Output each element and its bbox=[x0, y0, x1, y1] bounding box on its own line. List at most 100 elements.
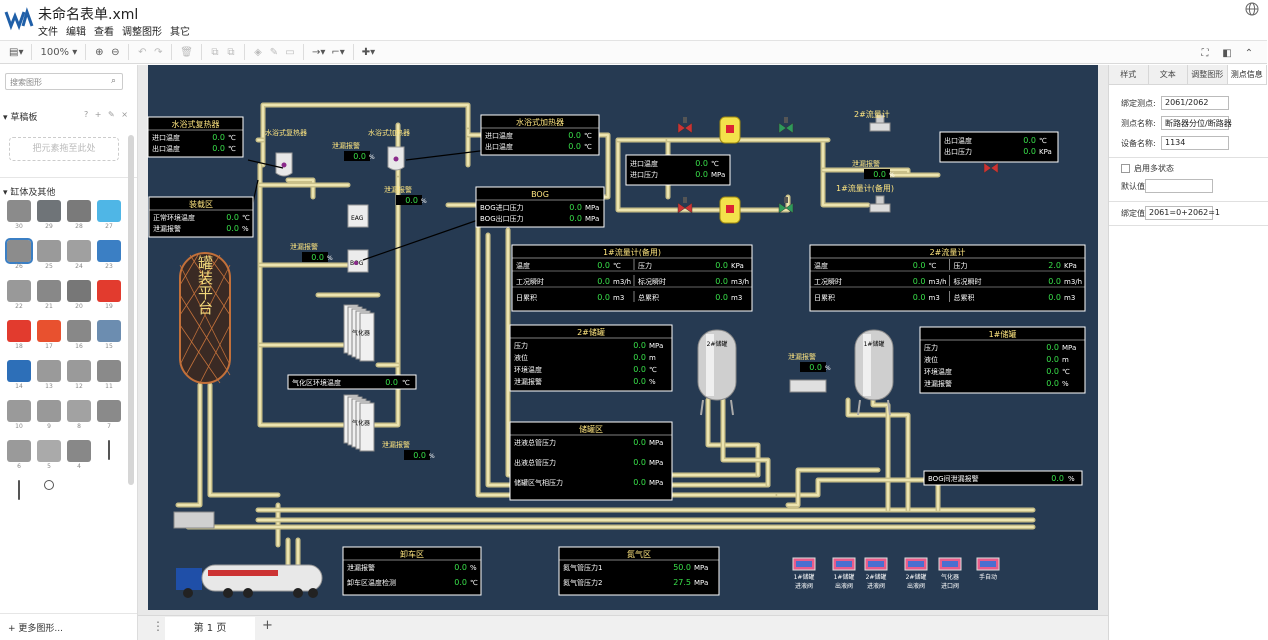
redo-icon[interactable]: ↷ bbox=[154, 46, 163, 58]
tab-text[interactable]: 文本 bbox=[1148, 65, 1188, 84]
eag-vaporizer[interactable] bbox=[347, 204, 369, 228]
shape-item[interactable]: 19 bbox=[94, 280, 124, 316]
shape-item[interactable]: 27 bbox=[94, 200, 124, 236]
shape-item[interactable]: 21 bbox=[34, 280, 64, 316]
shape-item[interactable] bbox=[94, 440, 124, 476]
pages-menu-icon[interactable]: ⋮ bbox=[152, 619, 164, 633]
menu-view[interactable]: 查看 bbox=[94, 27, 114, 38]
shape-item[interactable]: 9 bbox=[34, 400, 64, 436]
globe-icon[interactable] bbox=[1245, 2, 1259, 16]
shape-item[interactable]: 15 bbox=[94, 320, 124, 356]
shape-search-input[interactable]: 搜索图形 bbox=[5, 73, 123, 90]
shape-item[interactable]: 5 bbox=[34, 440, 64, 476]
manifold[interactable] bbox=[173, 511, 215, 529]
bog-vaporizer[interactable] bbox=[347, 249, 369, 273]
page-tab[interactable]: 第 1 页 bbox=[165, 617, 255, 640]
sidebar-scrollbar[interactable] bbox=[128, 135, 134, 485]
shape-item[interactable]: 4 bbox=[64, 440, 94, 476]
shape-item[interactable]: 28 bbox=[64, 200, 94, 236]
connection-icon[interactable]: →▾ bbox=[311, 46, 326, 58]
waypoints-icon[interactable]: ⌐▾ bbox=[331, 46, 345, 58]
shape-item[interactable] bbox=[34, 480, 64, 516]
zoom-in-icon[interactable]: ⊕ bbox=[95, 46, 104, 58]
shape-item[interactable]: 12 bbox=[64, 360, 94, 396]
valve-top-left[interactable] bbox=[677, 117, 693, 134]
to-back-icon[interactable]: ⧉ bbox=[227, 46, 235, 58]
scratchpad-dropzone[interactable]: 把元素拖至此处 bbox=[9, 137, 119, 161]
flowmeter-1[interactable] bbox=[869, 195, 891, 213]
bound-point-input[interactable]: 2061/2062 bbox=[1161, 96, 1229, 110]
shape-item[interactable]: 29 bbox=[34, 200, 64, 236]
heater-equipment[interactable] bbox=[387, 146, 405, 171]
vaporizer-2[interactable] bbox=[343, 394, 375, 452]
zoom-out-icon[interactable]: ⊖ bbox=[111, 46, 120, 58]
shape-item[interactable]: 24 bbox=[64, 240, 94, 276]
multi-state-checkbox[interactable] bbox=[1121, 164, 1130, 173]
shape-item[interactable]: 13 bbox=[34, 360, 64, 396]
shape-item[interactable]: 30 bbox=[4, 200, 34, 236]
undo-icon[interactable]: ↶ bbox=[138, 46, 147, 58]
shape-item[interactable]: 23 bbox=[94, 240, 124, 276]
bog-pump[interactable] bbox=[789, 379, 827, 393]
filter-top[interactable] bbox=[719, 116, 741, 144]
to-front-icon[interactable]: ⧉ bbox=[211, 46, 219, 58]
format-panel-icon[interactable]: ◧ bbox=[1222, 47, 1232, 59]
tanker-truck[interactable] bbox=[176, 564, 323, 598]
collapse-icon[interactable]: ⌃ bbox=[1244, 47, 1254, 59]
panel-toggle-icon[interactable]: ▤▾ bbox=[9, 46, 24, 58]
valve-bottom-left[interactable] bbox=[677, 197, 693, 214]
shape-item[interactable]: 16 bbox=[64, 320, 94, 356]
valve-bottom-right[interactable] bbox=[778, 197, 794, 214]
tab-style[interactable]: 样式 bbox=[1109, 65, 1149, 84]
loading-platform[interactable] bbox=[179, 252, 231, 384]
tab-arrange[interactable]: 调整图形 bbox=[1188, 65, 1228, 84]
fill-color-icon[interactable]: ◈ bbox=[254, 46, 262, 58]
shape-item[interactable]: 11 bbox=[94, 360, 124, 396]
line-color-icon[interactable]: ✎ bbox=[269, 46, 279, 58]
shape-item[interactable] bbox=[4, 480, 34, 516]
shape-item[interactable]: 22 bbox=[4, 280, 34, 316]
device-name-input[interactable]: 1134 bbox=[1161, 136, 1229, 150]
add-page-icon[interactable]: + bbox=[262, 618, 273, 633]
more-shapes-link[interactable]: + 更多图形... bbox=[8, 624, 63, 634]
shape-item[interactable]: 20 bbox=[64, 280, 94, 316]
shapes-section-header[interactable]: ▾ 缸体及其他 bbox=[3, 188, 56, 198]
fullscreen-icon[interactable]: ⛶ bbox=[1201, 47, 1209, 59]
bind-value-input[interactable]: 2061=0+2062=1 bbox=[1145, 206, 1220, 220]
storage-tank-1[interactable] bbox=[854, 329, 894, 416]
shape-item[interactable]: 6 bbox=[4, 440, 34, 476]
multi-state-row[interactable]: 启用多状态 bbox=[1121, 163, 1174, 174]
shape-item[interactable]: 25 bbox=[34, 240, 64, 276]
default-input[interactable] bbox=[1145, 179, 1213, 193]
scratchpad-tools[interactable]: ? + ✎ × bbox=[84, 110, 130, 119]
storage-tank-2[interactable] bbox=[697, 329, 737, 416]
shape-item[interactable]: 17 bbox=[34, 320, 64, 356]
shape-item[interactable]: 26 bbox=[4, 238, 34, 276]
tab-point-info[interactable]: 测点信息 bbox=[1227, 65, 1267, 84]
valve-control-6[interactable]: 手自动 bbox=[976, 557, 1000, 581]
point-name-input[interactable]: 断路器分位/断路器 bbox=[1161, 116, 1232, 130]
insert-icon[interactable]: ✚▾ bbox=[361, 46, 376, 58]
delete-icon[interactable]: 🗑 bbox=[180, 46, 193, 58]
reheater-equipment[interactable] bbox=[275, 152, 293, 177]
search-icon[interactable]: ⌕ bbox=[111, 76, 117, 86]
shadow-icon[interactable]: ▭ bbox=[285, 46, 295, 58]
shape-item[interactable]: 18 bbox=[4, 320, 34, 356]
scratchpad-header[interactable]: ▾ 草稿板 bbox=[3, 113, 38, 123]
zoom-dropdown[interactable]: 100% ▾ bbox=[40, 46, 78, 58]
menu-file[interactable]: 文件 bbox=[38, 27, 58, 38]
menu-extras[interactable]: 其它 bbox=[170, 27, 190, 38]
shape-item[interactable]: 7 bbox=[94, 400, 124, 436]
document-title[interactable]: 未命名表单.xml bbox=[38, 7, 139, 23]
shape-item[interactable]: 14 bbox=[4, 360, 34, 396]
vaporizer-1[interactable] bbox=[343, 304, 375, 362]
shape-item[interactable]: 10 bbox=[4, 400, 34, 436]
menu-arrange[interactable]: 调整图形 bbox=[122, 27, 162, 38]
menu-edit[interactable]: 编辑 bbox=[66, 27, 86, 38]
shape-item[interactable]: 8 bbox=[64, 400, 94, 436]
